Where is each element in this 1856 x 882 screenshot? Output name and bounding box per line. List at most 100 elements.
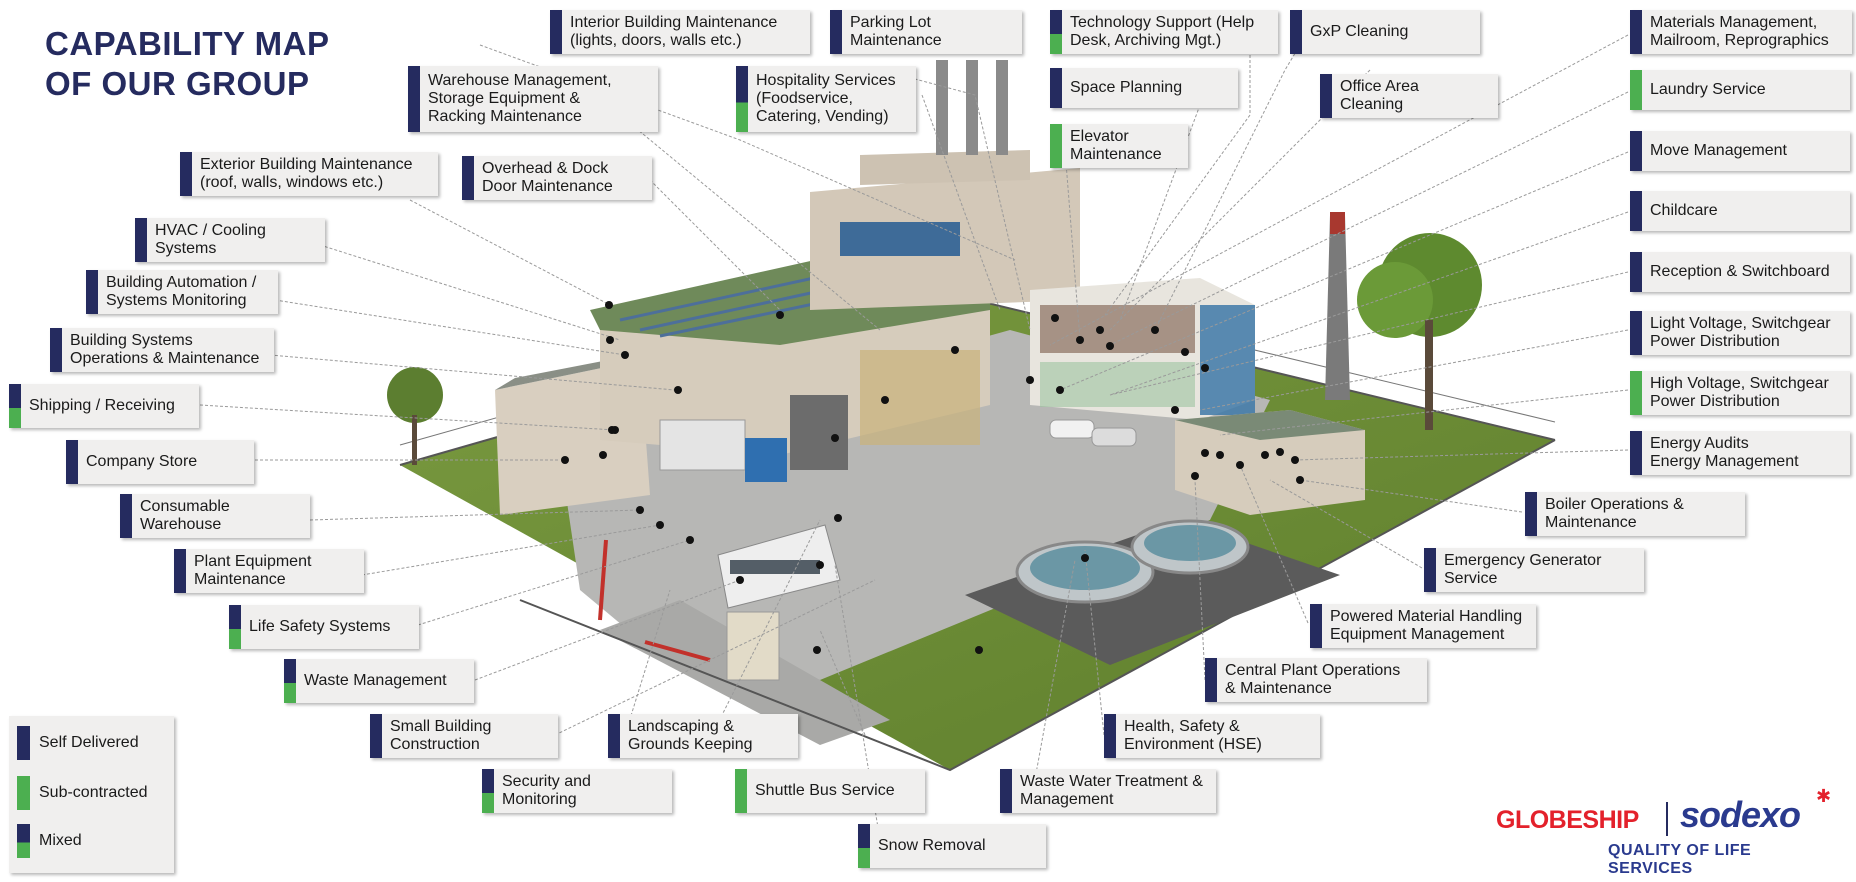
capability-label-text: Laundry Service: [1650, 81, 1766, 98]
capability-label: Company Store: [66, 440, 254, 484]
legend-label: Mixed: [39, 832, 82, 849]
capability-label: Waste Water Treatment & Management: [1000, 769, 1216, 813]
delivery-type-indicator: [858, 824, 870, 868]
capability-label-text: Company Store: [86, 453, 198, 470]
tree: [1357, 233, 1482, 430]
delivery-type-indicator: [1050, 10, 1062, 54]
capability-label: Life Safety Systems: [229, 605, 419, 649]
capability-label-text: Childcare: [1650, 202, 1718, 219]
capability-label-text: Exterior Building Maintenance (roof, wal…: [200, 156, 413, 191]
delivery-type-indicator: [180, 152, 192, 196]
capability-label-text: Health, Safety & Environment (HSE): [1124, 718, 1262, 753]
capability-label: Powered Material Handling Equipment Mana…: [1310, 604, 1536, 648]
page-title: CAPABILITY MAP OF OUR GROUP: [45, 24, 329, 104]
delivery-type-indicator: [135, 218, 147, 262]
capability-label: Exterior Building Maintenance (roof, wal…: [180, 152, 438, 196]
capability-label: GxP Cleaning: [1290, 10, 1480, 54]
sodexo-wordmark: sodexo: [1680, 794, 1801, 835]
capability-label-text: Waste Management: [304, 672, 447, 689]
capability-label: Small Building Construction: [370, 714, 558, 758]
capability-label: Building Automation / Systems Monitoring: [86, 270, 278, 314]
legend-mixed: Mixed: [17, 824, 82, 858]
delivery-type-indicator: [1630, 311, 1642, 355]
capability-label: Move Management: [1630, 131, 1850, 171]
legend-self-delivered: Self Delivered: [17, 726, 139, 760]
capability-label: Snow Removal: [858, 824, 1046, 868]
gate-house: [726, 611, 780, 681]
capability-label-text: Technology Support (Help Desk, Archiving…: [1070, 14, 1255, 49]
capability-label: Office Area Cleaning: [1320, 74, 1498, 118]
title-line-2: OF OUR GROUP: [45, 65, 310, 102]
capability-label-text: Central Plant Operations & Maintenance: [1225, 662, 1401, 697]
capability-label-text: Snow Removal: [878, 837, 986, 854]
capability-label: Plant Equipment Maintenance: [174, 549, 364, 593]
capability-label: Childcare: [1630, 191, 1850, 231]
capability-label-text: Light Voltage, Switchgear Power Distribu…: [1650, 315, 1831, 350]
capability-label: HVAC / Cooling Systems: [135, 218, 325, 262]
capability-label-text: Materials Management, Mailroom, Reprogra…: [1650, 14, 1829, 49]
delivery-type-indicator: [120, 494, 132, 538]
roller-door: [790, 395, 848, 470]
racking: [860, 350, 980, 445]
title-line-1: CAPABILITY MAP: [45, 25, 330, 62]
delivery-type-indicator: [1424, 548, 1436, 592]
delivery-type-indicator: [50, 328, 62, 372]
capability-label: Parking Lot Maintenance: [830, 10, 1022, 54]
delivery-type-indicator: [1205, 658, 1217, 702]
capability-label: Warehouse Management, Storage Equipment …: [408, 66, 658, 132]
delivery-type-indicator: [462, 156, 474, 200]
capability-label-text: Energy Audits Energy Management: [1650, 435, 1799, 470]
capability-label-text: HVAC / Cooling Systems: [155, 222, 266, 257]
logo-tagline: QUALITY OF LIFE SERVICES: [1608, 842, 1752, 877]
capability-label-text: Shipping / Receiving: [29, 397, 175, 414]
delivery-type-indicator: [830, 10, 842, 54]
capability-label: Elevator Maintenance: [1050, 124, 1188, 168]
delivery-type-indicator: [86, 270, 98, 314]
legend-swatch: [17, 726, 30, 760]
capability-label: Emergency Generator Service: [1424, 548, 1644, 592]
delivery-type-indicator: [550, 10, 562, 54]
truck-trailer: [659, 419, 746, 471]
capability-label: Building Systems Operations & Maintenanc…: [50, 328, 274, 372]
capability-label-text: Office Area Cleaning: [1340, 78, 1419, 113]
delivery-type-indicator: [608, 714, 620, 758]
capability-label: Light Voltage, Switchgear Power Distribu…: [1630, 311, 1850, 355]
car: [1091, 427, 1137, 447]
delivery-type-indicator: [1630, 431, 1642, 475]
capability-label-text: Shuttle Bus Service: [755, 782, 895, 799]
delivery-type-indicator: [9, 384, 21, 428]
delivery-type-indicator: [66, 440, 78, 484]
capability-label-text: Building Systems Operations & Maintenanc…: [70, 332, 260, 367]
capability-label: Shipping / Receiving: [9, 384, 199, 428]
delivery-type-indicator: [1630, 10, 1642, 54]
legend: Self Delivered Sub-contracted Mixed: [9, 716, 174, 873]
capability-label: Laundry Service: [1630, 70, 1850, 110]
delivery-type-indicator: [1630, 371, 1642, 415]
capability-label-text: Parking Lot Maintenance: [850, 14, 942, 49]
delivery-type-indicator: [1050, 124, 1062, 168]
legend-label: Sub-contracted: [39, 784, 148, 801]
capability-label-text: Boiler Operations & Maintenance: [1545, 496, 1684, 531]
delivery-type-indicator: [1310, 604, 1322, 648]
delivery-type-indicator: [1320, 74, 1332, 118]
capability-label: Interior Building Maintenance (lights, d…: [550, 10, 810, 54]
capability-label: Boiler Operations & Maintenance: [1525, 492, 1745, 536]
capability-label-text: Consumable Warehouse: [140, 498, 230, 533]
logo-divider: [1666, 802, 1668, 836]
capability-label-text: Emergency Generator Service: [1444, 552, 1602, 587]
delivery-type-indicator: [370, 714, 382, 758]
capability-label-text: Landscaping & Grounds Keeping: [628, 718, 753, 753]
legend-sub-contracted: Sub-contracted: [17, 776, 148, 810]
delivery-type-indicator: [284, 659, 296, 703]
capability-label-text: Move Management: [1650, 142, 1787, 159]
delivery-type-indicator: [1000, 769, 1012, 813]
legend-swatch: [17, 776, 30, 810]
capability-label: Reception & Switchboard: [1630, 252, 1850, 292]
capability-label: Energy Audits Energy Management: [1630, 431, 1850, 475]
legend-swatch: [17, 824, 30, 858]
capability-label-text: Small Building Construction: [390, 718, 492, 753]
boiler-house: [1175, 410, 1365, 515]
delivery-type-indicator: [174, 549, 186, 593]
capability-label: Hospitality Services (Foodservice, Cater…: [736, 66, 916, 132]
